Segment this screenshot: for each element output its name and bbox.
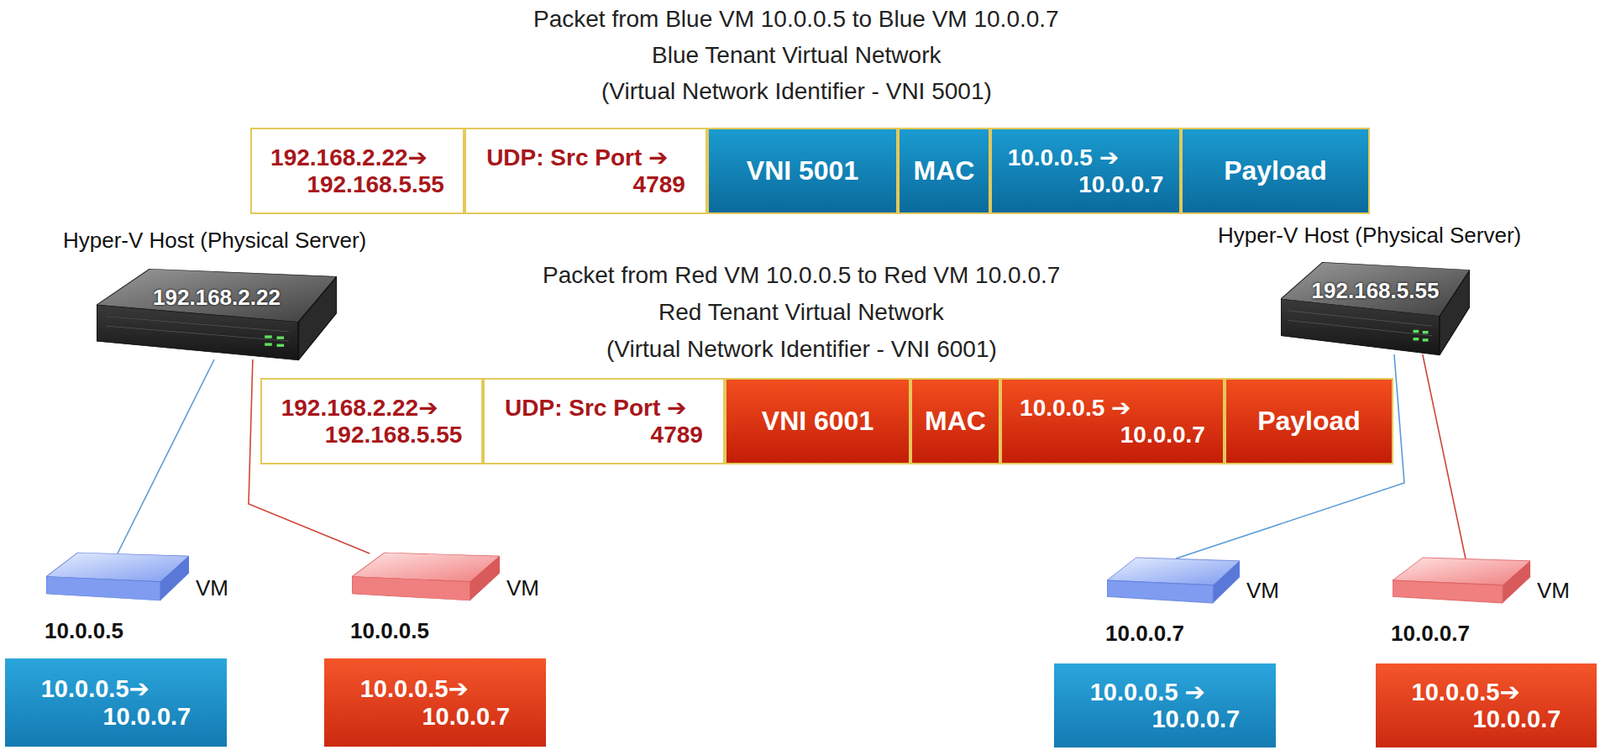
box-text: 10.0.0.5➔ 10.0.0.7 bbox=[1411, 678, 1562, 734]
vm-label: VM bbox=[1246, 578, 1280, 604]
vm-packet: 10.0.0.5➔ 10.0.0.7 bbox=[324, 658, 546, 747]
box-text: 192.168.2.22 bbox=[152, 285, 281, 310]
box-text: 10.0.0.5➔ 10.0.0.7 bbox=[41, 675, 192, 730]
packet-heading: Packet from Red VM 10.0.0.5 to Red VM 10… bbox=[542, 262, 1060, 289]
virtual-machine: VM10.0.0.7 bbox=[1392, 556, 1531, 605]
packet-heading: Red Tenant Virtual Network bbox=[658, 299, 945, 326]
box-text: VNI 6001 bbox=[761, 406, 874, 437]
box-text: 192.168.5.55 bbox=[1311, 278, 1440, 304]
packet-heading: (Virtual Network Identifier - VNI 5001) bbox=[601, 78, 992, 105]
udp-header: UDP: Src Port ➔ 4789 bbox=[482, 377, 725, 465]
udp-header: UDP: Src Port ➔ 4789 bbox=[464, 127, 708, 215]
box-text: 192.168.2.22➔ 192.168.5.55 bbox=[270, 144, 445, 198]
host-label: Hyper-V Host (Physical Server) bbox=[62, 228, 367, 253]
box-text: Payload bbox=[1223, 156, 1328, 187]
vni-field: VNI 5001 bbox=[707, 127, 898, 215]
vm-icon bbox=[1392, 556, 1531, 605]
inner-ip-header: 10.0.0.5 ➔ 10.0.0.7 bbox=[990, 127, 1181, 215]
ip-address: 10.0.0.5 bbox=[44, 619, 124, 644]
ip-address: 10.0.0.5 bbox=[350, 619, 430, 644]
box-text: Payload bbox=[1257, 406, 1361, 437]
packet-heading: Packet from Blue VM 10.0.0.5 to Blue VM … bbox=[533, 6, 1060, 33]
box-text: UDP: Src Port ➔ 4789 bbox=[486, 144, 686, 198]
virtual-machine: VM10.0.0.7 bbox=[1106, 556, 1240, 605]
box-text: 10.0.0.5➔ 10.0.0.7 bbox=[360, 675, 511, 730]
payload-field: Payload bbox=[1224, 377, 1394, 465]
vm-icon bbox=[351, 550, 500, 603]
vm-label: VM bbox=[195, 576, 229, 601]
outer-ip-header: 192.168.2.22➔ 192.168.5.55 bbox=[250, 127, 465, 215]
box-text: MAC bbox=[913, 156, 976, 187]
packet-heading: (Virtual Network Identifier - VNI 6001) bbox=[606, 336, 997, 363]
mac-field: MAC bbox=[897, 127, 991, 215]
vm-icon bbox=[46, 550, 189, 603]
ip-address: 10.0.0.7 bbox=[1105, 621, 1185, 646]
host-label: Hyper-V Host (Physical Server) bbox=[1217, 223, 1522, 248]
payload-field: Payload bbox=[1180, 127, 1370, 215]
server-icon bbox=[1280, 260, 1470, 357]
vm-label: VM bbox=[506, 576, 540, 601]
outer-ip-header: 192.168.2.22➔ 192.168.5.55 bbox=[260, 377, 483, 465]
server-icon bbox=[96, 267, 337, 362]
network-link bbox=[117, 359, 215, 554]
box-text: VNI 5001 bbox=[746, 156, 859, 187]
vm-packet: 10.0.0.5➔ 10.0.0.7 bbox=[5, 658, 227, 747]
ip-address: 10.0.0.7 bbox=[1390, 621, 1470, 646]
mac-field: MAC bbox=[910, 377, 1001, 465]
packet-heading: Blue Tenant Virtual Network bbox=[651, 42, 942, 69]
vm-label: VM bbox=[1537, 578, 1570, 604]
virtual-machine: VM10.0.0.5 bbox=[351, 550, 500, 603]
network-link bbox=[1422, 354, 1466, 559]
vm-packet: 10.0.0.5➔ 10.0.0.7 bbox=[1375, 663, 1597, 748]
box-text: 10.0.0.5 ➔ 10.0.0.7 bbox=[1019, 394, 1206, 448]
vni-field: VNI 6001 bbox=[724, 377, 911, 465]
virtual-machine: VM10.0.0.5 bbox=[46, 550, 189, 603]
box-text: 10.0.0.5 ➔ 10.0.0.7 bbox=[1090, 678, 1241, 734]
inner-ip-header: 10.0.0.5 ➔ 10.0.0.7 bbox=[1000, 377, 1225, 465]
box-text: 10.0.0.5 ➔ 10.0.0.7 bbox=[1007, 144, 1165, 198]
box-text: MAC bbox=[924, 406, 987, 437]
vm-packet: 10.0.0.5 ➔ 10.0.0.7 bbox=[1054, 663, 1276, 748]
box-text: UDP: Src Port ➔ 4789 bbox=[504, 394, 703, 448]
vm-icon bbox=[1106, 556, 1240, 605]
box-text: 192.168.2.22➔ 192.168.5.55 bbox=[281, 394, 463, 448]
physical-server: 192.168.2.22 bbox=[96, 267, 337, 362]
physical-server: 192.168.5.55 bbox=[1280, 260, 1470, 357]
